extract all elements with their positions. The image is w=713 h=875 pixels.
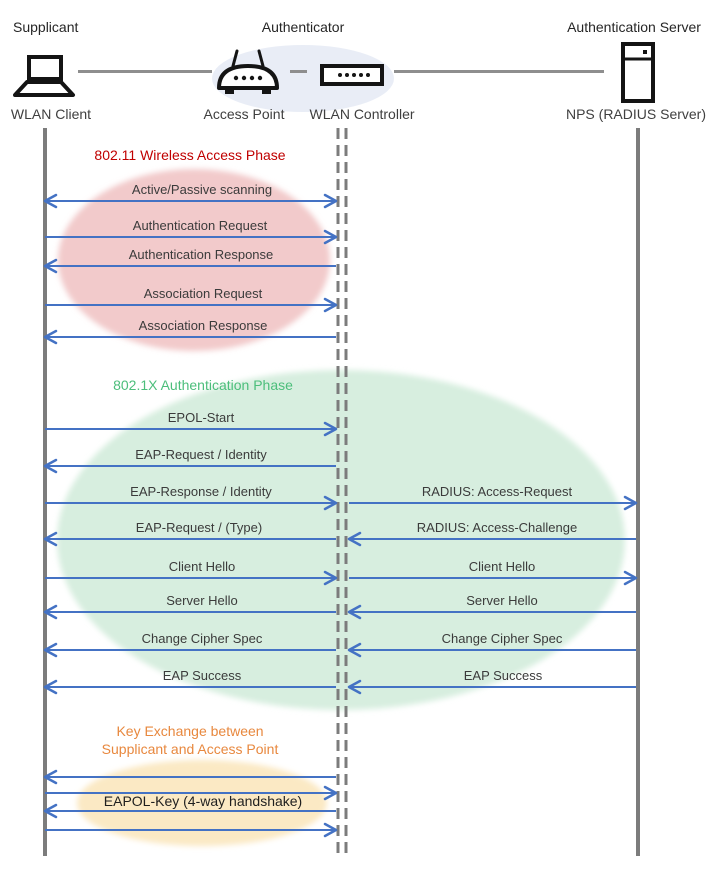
arrowhead-left-icon — [43, 803, 58, 819]
arrowhead-left-icon — [43, 679, 58, 695]
device-label-wlan-client: WLAN Client — [10, 106, 92, 122]
arrowhead-right-icon — [323, 297, 338, 313]
arrowhead-right-icon — [623, 495, 638, 511]
arrowhead-left-icon — [43, 642, 58, 658]
arrowhead-right-icon — [323, 822, 338, 838]
arrowhead-left-icon — [347, 642, 362, 658]
arrowhead-left-icon — [43, 531, 58, 547]
arrowhead-left-icon — [43, 769, 58, 785]
connector-line — [78, 70, 212, 73]
arrowhead-right-icon — [323, 421, 338, 437]
wlan-controller-icon — [320, 64, 384, 86]
connector-line — [394, 70, 604, 73]
arrowhead-left-icon — [43, 193, 58, 209]
connector-line — [290, 70, 307, 73]
phase-ellipse-2 — [57, 370, 625, 710]
access-point-icon — [217, 49, 279, 94]
server-icon — [621, 42, 655, 103]
device-label-wlan-controller: WLAN Controller — [309, 106, 415, 122]
arrowhead-right-icon — [323, 193, 338, 209]
arrowhead-left-icon — [43, 604, 58, 620]
arrowhead-left-icon — [347, 531, 362, 547]
laptop-icon — [13, 55, 75, 97]
arrowhead-right-icon — [323, 570, 338, 586]
arrowhead-right-icon — [623, 570, 638, 586]
phase-ellipse-3 — [77, 760, 327, 846]
role-label-supplicant: Supplicant — [13, 19, 79, 35]
role-label-authenticator: Authenticator — [261, 19, 345, 35]
arrowhead-left-icon — [347, 604, 362, 620]
arrowhead-right-icon — [323, 229, 338, 245]
phase-ellipse-1 — [58, 169, 330, 351]
arrowhead-right-icon — [323, 785, 338, 801]
device-label-access-point: Access Point — [203, 106, 285, 122]
arrowhead-left-icon — [347, 679, 362, 695]
role-label-authentication-server: Authentication Server — [567, 19, 701, 35]
arrowhead-left-icon — [43, 258, 58, 274]
arrowhead-left-icon — [43, 458, 58, 474]
arrowhead-right-icon — [323, 495, 338, 511]
device-label-nps-radius-server: NPS (RADIUS Server) — [565, 106, 707, 122]
arrowhead-left-icon — [43, 329, 58, 345]
